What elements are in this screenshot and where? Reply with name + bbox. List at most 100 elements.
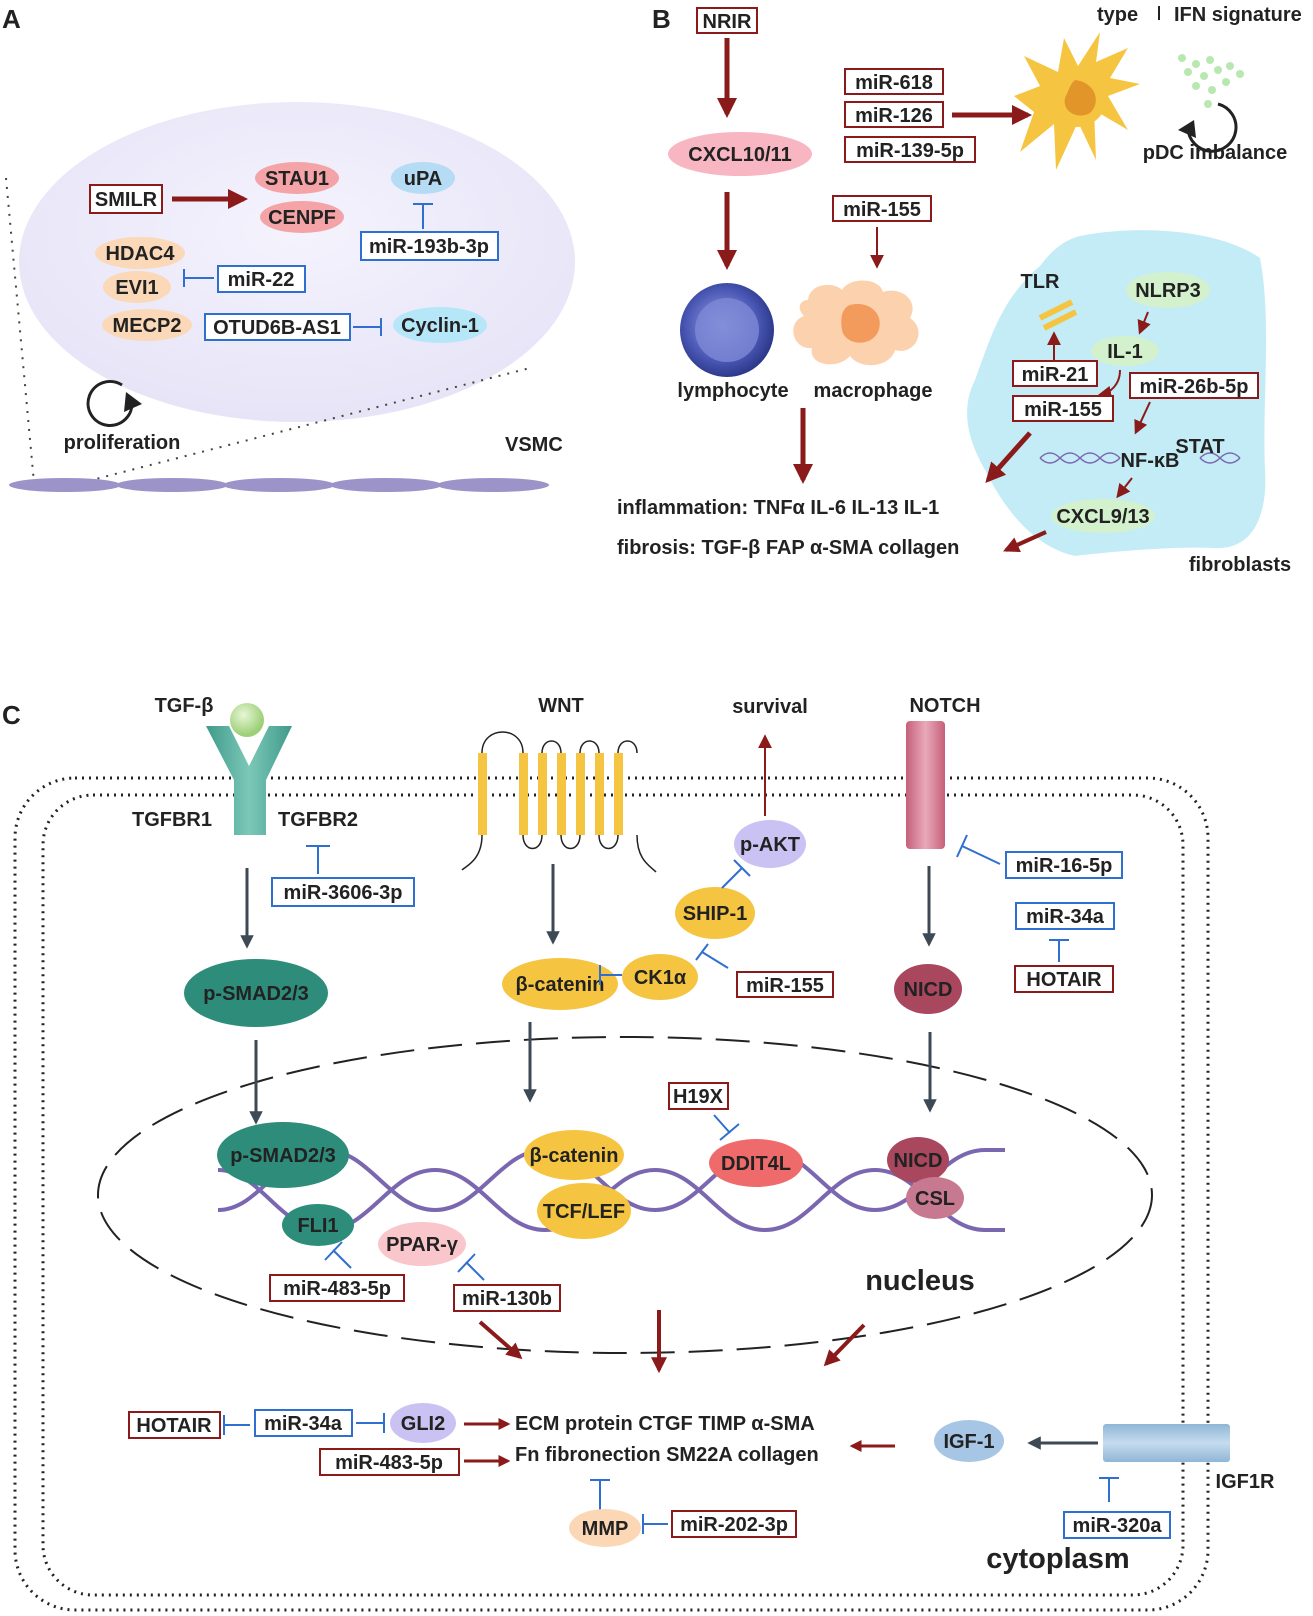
hdac4-label: HDAC4 bbox=[106, 243, 176, 265]
h19x-inhibit bbox=[713, 1114, 731, 1134]
pdc-cycle-icon bbox=[1186, 102, 1238, 153]
notch-label: NOTCH bbox=[909, 695, 980, 717]
cxcl9-to-fibrosis-arrow bbox=[1003, 530, 1047, 553]
ifn-signature-label: IFN signature bbox=[1174, 4, 1302, 26]
nicd-nuc-node bbox=[887, 1137, 949, 1183]
mir26b-box bbox=[1129, 372, 1259, 399]
ship1-label: SHIP-1 bbox=[683, 903, 747, 925]
proliferation-cycle-icon bbox=[86, 380, 134, 427]
upa-node bbox=[391, 162, 455, 194]
mir155-fib-label: miR-155 bbox=[1024, 399, 1102, 421]
stat-label: STAT bbox=[1175, 436, 1224, 458]
mir618-label: miR-618 bbox=[855, 72, 933, 94]
pakt-node bbox=[734, 820, 806, 868]
survival-label: survival bbox=[732, 696, 808, 718]
cxcl9-node bbox=[1051, 499, 1155, 533]
mir193b-label: miR-193b-3p bbox=[369, 236, 489, 258]
ddit4l-label: DDIT4L bbox=[721, 1153, 791, 1175]
tcflef-label: TCF/LEF bbox=[543, 1201, 625, 1223]
mir21-box bbox=[1012, 360, 1098, 387]
zoom-line-right bbox=[79, 367, 531, 484]
zoom-line-left bbox=[5, 177, 35, 484]
mir126-label: miR-126 bbox=[855, 105, 933, 127]
hotair-top-box bbox=[1014, 965, 1114, 993]
mir483-top-inhibit bbox=[332, 1249, 352, 1269]
notch-receptor bbox=[906, 721, 945, 849]
h19x-label: H19X bbox=[673, 1086, 724, 1108]
mir155-mac-label: miR-155 bbox=[843, 199, 921, 221]
fibroblast-cell bbox=[967, 230, 1267, 556]
panel-c: C nucleus TGF-β TGFBR1 TGFBR2 miR-3606-3… bbox=[2, 695, 1275, 1612]
mir139-label: miR-139-5p bbox=[856, 140, 964, 162]
il1-to-mir155-arrow bbox=[1097, 369, 1121, 400]
smilr-box bbox=[89, 184, 163, 214]
panel-label-b: B bbox=[652, 4, 671, 34]
nlrp3-arrow bbox=[1137, 311, 1151, 335]
mir126-box bbox=[844, 101, 944, 128]
cenpf-label: CENPF bbox=[268, 207, 336, 229]
igf1-node bbox=[934, 1420, 1004, 1462]
ship1-node bbox=[675, 887, 755, 939]
lymphocyte-label: lymphocyte bbox=[677, 380, 788, 402]
tgfbr2-label: TGFBR2 bbox=[278, 809, 358, 831]
cyclin1-node bbox=[393, 307, 487, 343]
stau1-label: STAU1 bbox=[265, 168, 329, 190]
gli2-label: GLI2 bbox=[401, 1413, 445, 1435]
otud6b-label: OTUD6B-AS1 bbox=[213, 317, 341, 339]
nfkb-arrow bbox=[1116, 477, 1133, 499]
nicd-nuc-label: NICD bbox=[894, 1150, 943, 1172]
mir34a-bot-label: miR-34a bbox=[264, 1413, 343, 1435]
mir130b-label: miR-130b bbox=[462, 1288, 552, 1310]
nuc-arrow-left bbox=[478, 1320, 523, 1360]
mir320a-box bbox=[1063, 1511, 1171, 1539]
ddit4l-node bbox=[709, 1139, 803, 1187]
nicd-cyto-node bbox=[894, 964, 962, 1014]
mir155-box bbox=[736, 971, 834, 998]
hotair-top-label: HOTAIR bbox=[1026, 969, 1102, 991]
cyclin1-label: Cyclin-1 bbox=[401, 315, 479, 337]
tcflef-node bbox=[537, 1183, 631, 1239]
gli2-node bbox=[390, 1403, 456, 1443]
mir34a-bot-box bbox=[254, 1409, 353, 1437]
mir320a-label: miR-320a bbox=[1073, 1515, 1163, 1537]
nucleus-envelope bbox=[97, 1036, 1153, 1354]
panel-label-a: A bbox=[2, 4, 21, 34]
panel-a: A VSMC SMILR STAU1 CENPF uPA miR-193b-3p… bbox=[2, 4, 575, 492]
ck1a-label: CK1α bbox=[634, 967, 687, 989]
ppar-label: PPAR-γ bbox=[386, 1234, 459, 1256]
mir130b-inhibit bbox=[465, 1261, 485, 1281]
mir16-label: miR-16-5p bbox=[1016, 855, 1113, 877]
nrir-box bbox=[696, 7, 758, 34]
pakt-label: p-AKT bbox=[740, 834, 800, 856]
mir26b-label: miR-26b-5p bbox=[1140, 376, 1249, 398]
psmad-nuc-label: p-SMAD2/3 bbox=[230, 1145, 336, 1167]
cxcl10-label: CXCL10/11 bbox=[688, 144, 791, 166]
mir193b-box bbox=[360, 231, 499, 261]
proliferation-label: proliferation bbox=[64, 432, 181, 454]
mecp2-node bbox=[102, 309, 192, 341]
mir34a-top-box bbox=[1015, 902, 1115, 930]
ifn-type-label: type bbox=[1097, 4, 1138, 26]
bcat-cyto-label: β-catenin bbox=[516, 974, 605, 996]
bcat-nuc-label: β-catenin bbox=[530, 1145, 619, 1167]
mir22-label: miR-22 bbox=[228, 269, 295, 291]
stau1-node bbox=[255, 162, 339, 194]
fn-label: Fn fibronection SM22A collagen bbox=[515, 1444, 819, 1466]
dendritic-cell bbox=[1014, 32, 1140, 170]
tgfb-label: TGF-β bbox=[155, 695, 214, 717]
tlr-receptor-icon bbox=[1038, 299, 1078, 331]
nrir-label: NRIR bbox=[703, 11, 752, 33]
igf1-label: IGF-1 bbox=[943, 1431, 994, 1453]
mir202-box bbox=[671, 1510, 797, 1538]
psmad-nuc-node bbox=[217, 1122, 349, 1188]
mmp-node bbox=[569, 1509, 641, 1547]
pdc-label: pDC imbalance bbox=[1143, 142, 1287, 164]
tlr-label: TLR bbox=[1021, 271, 1060, 293]
psmad-cyto-node bbox=[184, 959, 328, 1027]
ifn-dots-icon bbox=[1178, 54, 1244, 108]
nucleus-label: nucleus bbox=[865, 1265, 975, 1297]
il1-node bbox=[1091, 336, 1159, 366]
mir26b-arrow bbox=[1134, 401, 1151, 435]
mir3606-box bbox=[271, 877, 415, 907]
